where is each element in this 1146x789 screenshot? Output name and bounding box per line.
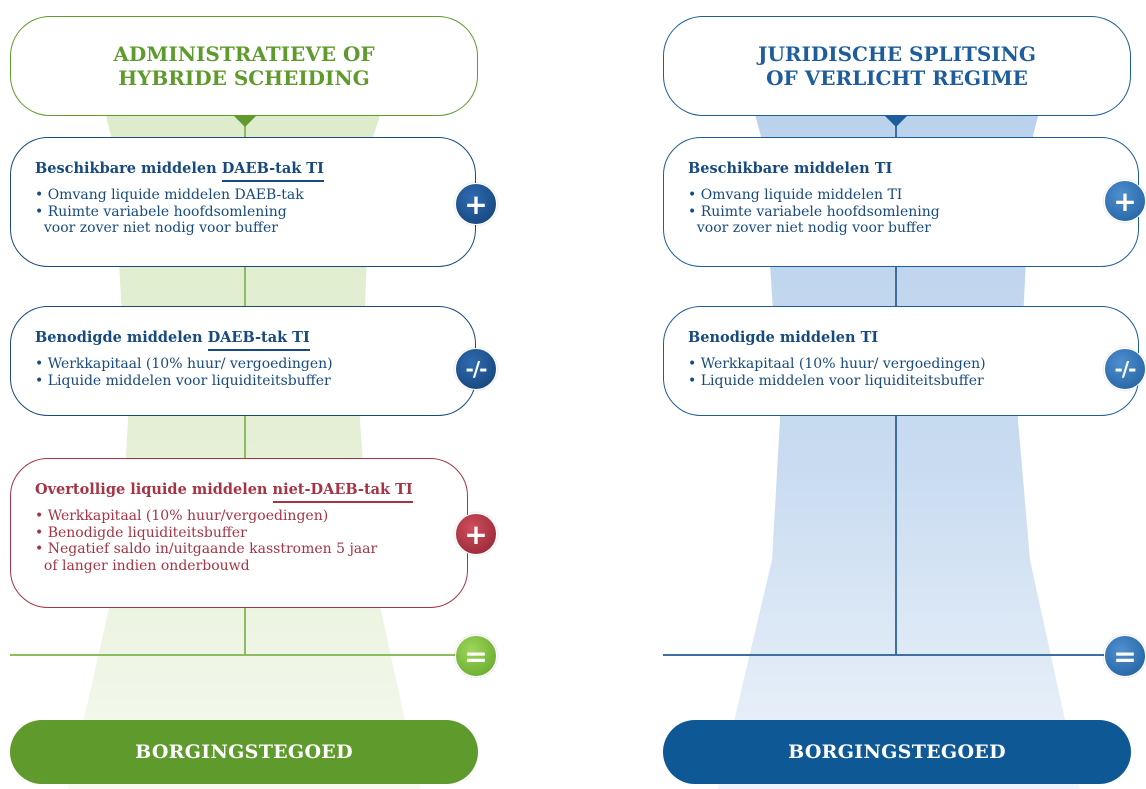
left-surplus-list: • Werkkapitaal (10% huur/vergoedingen) •… [35, 508, 443, 574]
list-item: voor zover niet nodig voor buffer [35, 220, 278, 236]
equals-sign-text: = [464, 639, 488, 673]
left-title-pointer [233, 115, 257, 127]
plus-icon: + [455, 183, 497, 225]
left-title-box: ADMINISTRATIEVE OF HYBRIDE SCHEIDING [10, 16, 478, 116]
heading-text: Benodigde middelen [35, 329, 208, 346]
left-surplus-box: Overtollige liquide middelen niet-DAEB-t… [10, 458, 468, 608]
minus-sign-text: -/- [465, 357, 488, 381]
left-surplus-heading: Overtollige liquide middelen niet-DAEB-t… [35, 481, 443, 503]
heading-underlined: DAEB-tak TI [221, 160, 324, 182]
list-item: • Werkkapitaal (10% huur/vergoedingen) [35, 508, 329, 524]
left-available-box: Beschikbare middelen DAEB-tak TI • Omvan… [10, 137, 476, 267]
right-title-line1: JURIDISCHE SPLITSING [758, 42, 1036, 66]
right-available-box: Beschikbare middelen TI • Omvang liquide… [663, 137, 1139, 267]
list-item: • Omvang liquide middelen TI [688, 187, 903, 203]
heading-underlined: niet-DAEB-tak TI [272, 481, 413, 503]
left-available-heading: Beschikbare middelen DAEB-tak TI [35, 160, 451, 182]
equals-icon: = [1104, 635, 1146, 677]
right-title-box: JURIDISCHE SPLITSING OF VERLICHT REGIME [663, 16, 1131, 116]
list-item: voor zover niet nodig voor buffer [688, 220, 931, 236]
minus-sign-text: -/- [1114, 357, 1137, 381]
list-item: • Ruimte variabele hoofdsomlening [688, 203, 940, 220]
right-required-heading: Benodigde middelen TI [688, 329, 879, 346]
left-result-pill: BORGINGSTEGOED [10, 720, 478, 784]
right-required-box: Benodigde middelen TI • Werkkapitaal (10… [663, 306, 1139, 416]
right-available-list: • Omvang liquide middelen TI • Ruimte va… [688, 187, 1114, 237]
list-item: of langer indien onderbouwd [35, 557, 250, 574]
plus-sign-text: + [1113, 184, 1137, 218]
heading-underlined: DAEB-tak TI [207, 329, 310, 351]
plus-sign-text: + [464, 187, 488, 221]
plus-sign-text: + [464, 517, 488, 551]
equals-icon: = [455, 635, 497, 677]
right-required-list: • Werkkapitaal (10% huur/ vergoedingen) … [688, 356, 1114, 389]
plus-icon: + [1104, 180, 1146, 222]
minus-icon: -/- [1104, 348, 1146, 390]
list-item: • Negatief saldo in/uitgaande kasstromen… [35, 541, 378, 557]
left-available-list: • Omvang liquide middelen DAEB-tak • Rui… [35, 187, 451, 237]
list-item: • Benodigde liquiditeitsbuffer [35, 524, 247, 541]
left-title-line2: HYBRIDE SCHEIDING [118, 66, 370, 90]
heading-text: Overtollige liquide middelen [35, 481, 273, 498]
left-required-list: • Werkkapitaal (10% huur/ vergoedingen) … [35, 356, 451, 389]
heading-text: Beschikbare middelen [35, 160, 222, 177]
equals-sign-text: = [1113, 639, 1137, 673]
right-available-heading: Beschikbare middelen TI [688, 160, 893, 177]
left-required-box: Benodigde middelen DAEB-tak TI • Werkkap… [10, 306, 476, 416]
right-result-pill: BORGINGSTEGOED [663, 720, 1131, 784]
list-item: • Omvang liquide middelen DAEB-tak [35, 187, 304, 203]
right-sum-line [663, 654, 1123, 656]
left-required-heading: Benodigde middelen DAEB-tak TI [35, 329, 451, 351]
list-item: • Liquide middelen voor liquiditeitsbuff… [35, 372, 331, 389]
list-item: • Liquide middelen voor liquiditeitsbuff… [688, 372, 984, 389]
right-title-line2: OF VERLICHT REGIME [766, 66, 1028, 90]
list-item: • Werkkapitaal (10% huur/ vergoedingen) [35, 356, 333, 372]
minus-icon: -/- [455, 348, 497, 390]
left-sum-line [10, 654, 466, 656]
left-result-label: BORGINGSTEGOED [135, 741, 353, 763]
right-title-pointer [884, 115, 908, 127]
list-item: • Werkkapitaal (10% huur/ vergoedingen) [688, 356, 986, 372]
list-item: • Ruimte variabele hoofdsomlening [35, 203, 287, 220]
right-result-label: BORGINGSTEGOED [788, 741, 1006, 763]
left-title-line1: ADMINISTRATIEVE OF [113, 42, 375, 66]
plus-icon: + [455, 513, 497, 555]
